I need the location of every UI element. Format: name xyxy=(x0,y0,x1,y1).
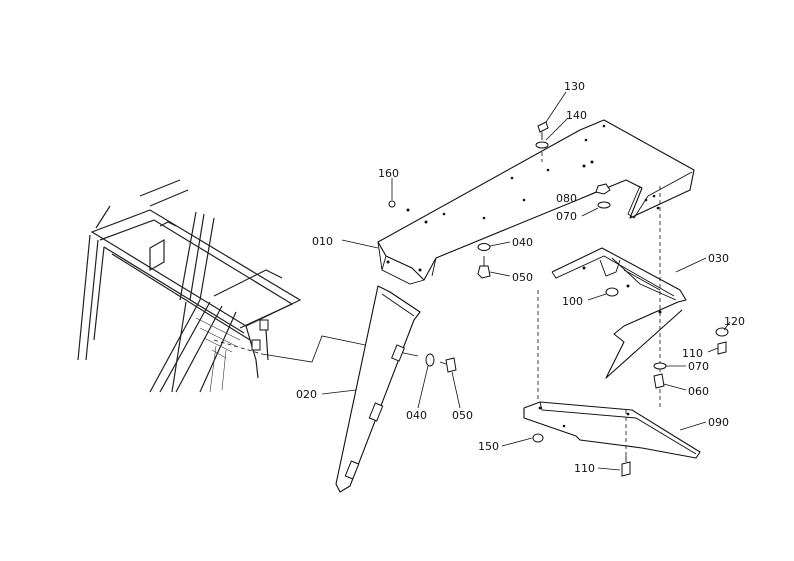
callout-120: 120 xyxy=(724,315,745,328)
callout-020: 020 xyxy=(296,388,317,401)
callout-labels: 130 140 160 010 080 070 040 050 030 100 … xyxy=(296,80,745,475)
part-030-side-plate xyxy=(551,247,687,379)
callout-110-right: 110 xyxy=(682,347,703,360)
callout-130: 130 xyxy=(564,80,585,93)
callout-040-lower: 040 xyxy=(406,409,427,422)
callout-030: 030 xyxy=(708,252,729,265)
callout-070-top: 070 xyxy=(556,210,577,223)
callout-090: 090 xyxy=(708,416,729,429)
hardware xyxy=(388,121,729,477)
callout-010: 010 xyxy=(312,235,333,248)
part-010-top-bracket xyxy=(377,119,695,285)
callout-060: 060 xyxy=(688,385,709,398)
part-090-bottom-plate xyxy=(523,401,701,459)
callout-leaders xyxy=(321,91,731,471)
callout-040-top: 040 xyxy=(512,236,533,249)
callout-050-top: 050 xyxy=(512,271,533,284)
callout-140: 140 xyxy=(566,109,587,122)
callout-160: 160 xyxy=(378,167,399,180)
part-020-leg-plate xyxy=(335,285,421,493)
callout-100: 100 xyxy=(562,295,583,308)
callout-080: 080 xyxy=(556,192,577,205)
tractor-frame xyxy=(77,179,302,393)
callout-050-lower: 050 xyxy=(452,409,473,422)
callout-150: 150 xyxy=(478,440,499,453)
mount-centerline xyxy=(213,339,263,355)
callout-110-lower: 110 xyxy=(574,462,595,475)
callout-070-right: 070 xyxy=(688,360,709,373)
